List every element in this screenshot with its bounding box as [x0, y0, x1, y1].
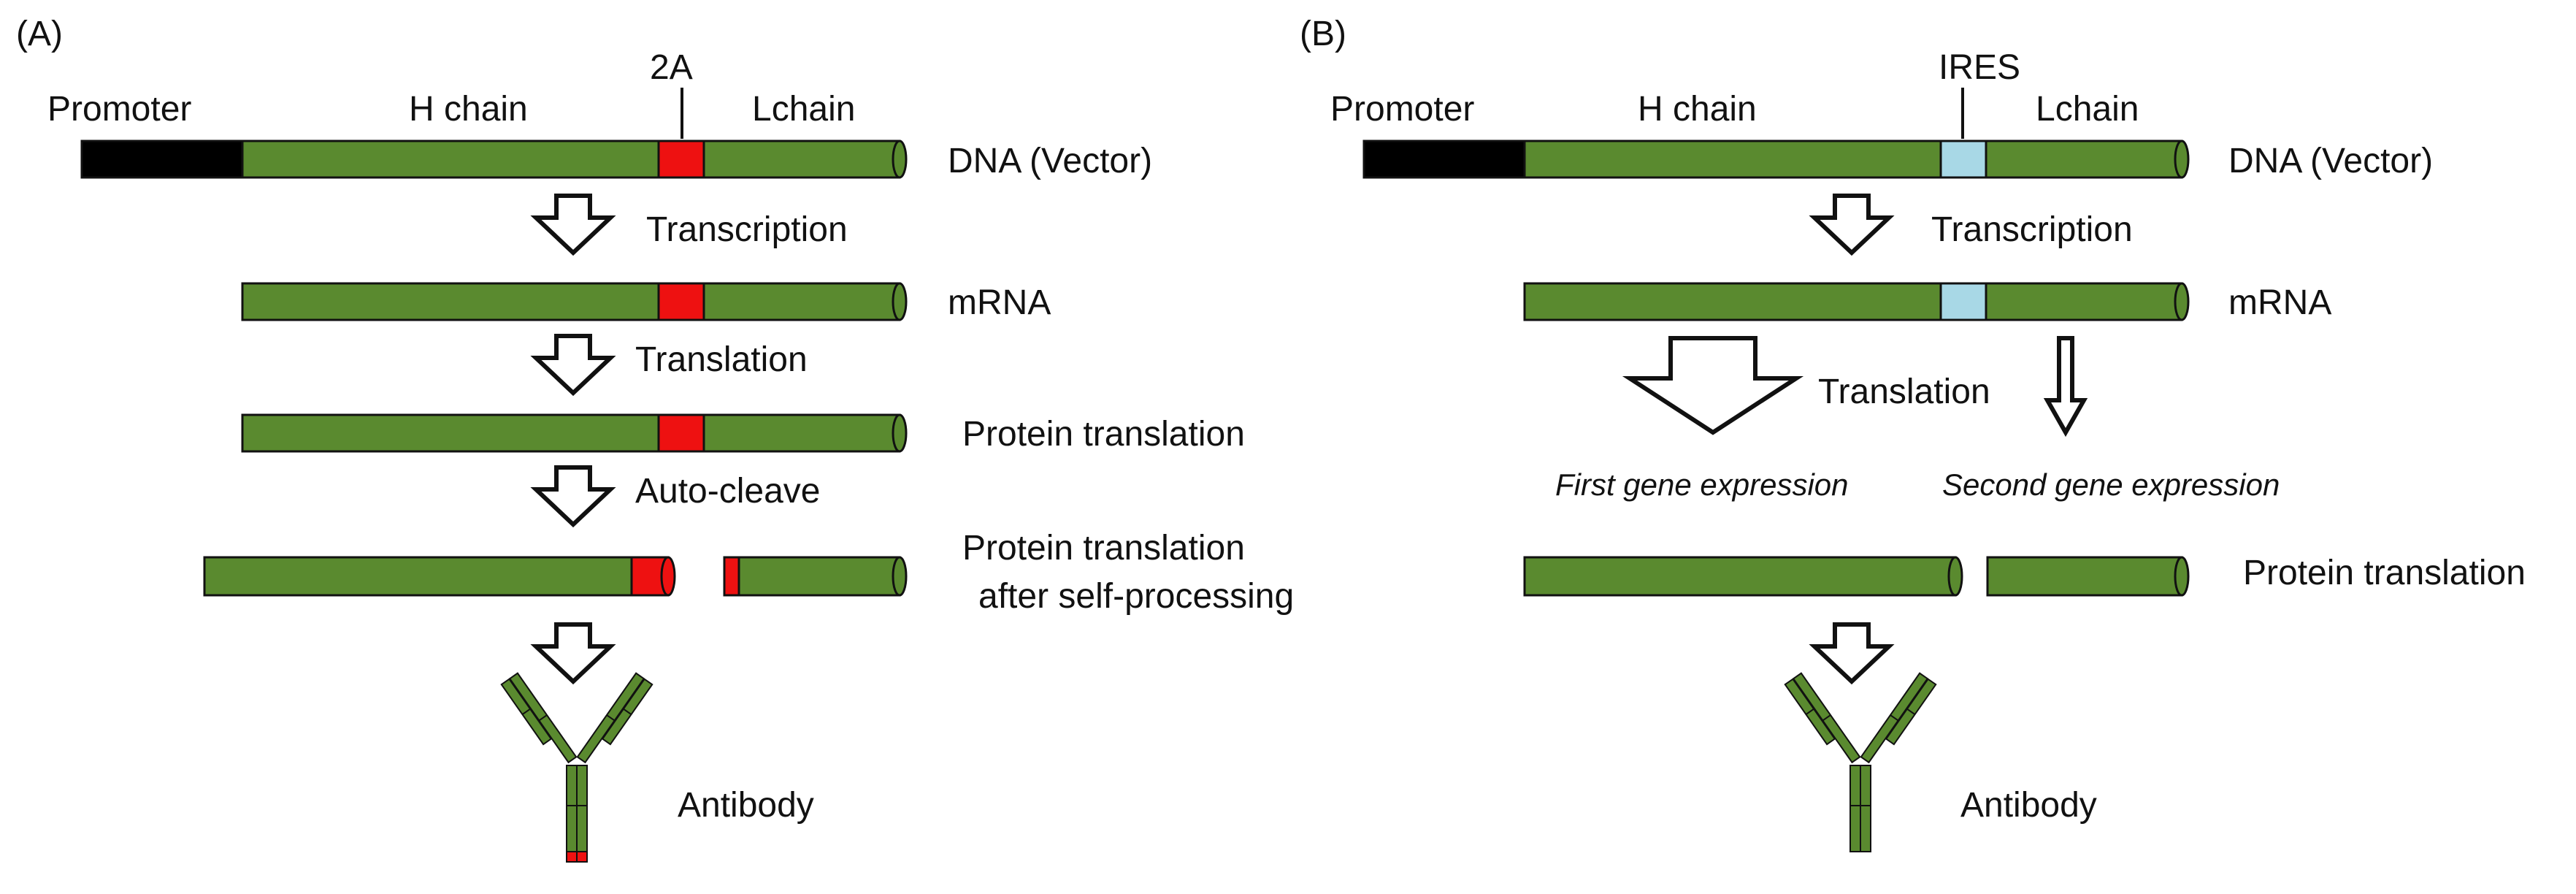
- panel-a-processed-label-line2: after self-processing: [978, 577, 1294, 616]
- panel-a-antibody-label: Antibody: [678, 786, 814, 825]
- panel-a-translation-label: Translation: [635, 340, 808, 379]
- panel-a-autocleave-label: Auto-cleave: [635, 472, 820, 511]
- panel-a-antibody-icon: [500, 672, 653, 863]
- panel-a-processed-proline-stub: [723, 556, 740, 597]
- panel-a-mrna-h-segment: [241, 282, 660, 321]
- panel-a-h-chain-segment: [241, 140, 660, 179]
- panel-b: (B) Promoter H chain IRES Lchain DNA (Ve…: [1300, 15, 2526, 852]
- antibody-b-stem-right: [1860, 765, 1871, 852]
- antibody-a-stem-left: [566, 765, 578, 852]
- panel-a-processed-h-end-cap: [660, 556, 676, 597]
- panel-b-h-chain-segment: [1523, 140, 1942, 179]
- panel-a-label: (A): [16, 15, 63, 53]
- panel-b-antibody-icon: [1784, 672, 1937, 852]
- panel-b-protein-l-segment: [1986, 556, 2183, 597]
- antibody-b-right-arm-light-joint: [1906, 708, 1916, 715]
- panel-b-protein-h-end-cap: [1947, 556, 1963, 597]
- panel-b-protein-label: Protein translation: [2243, 554, 2526, 592]
- panel-b-translation-label: Translation: [1818, 372, 1990, 411]
- panel-a-dna-label: DNA (Vector): [948, 142, 1152, 180]
- panel-b-first-expression-label: First gene expression: [1555, 467, 1849, 502]
- panel-b-promoter-segment: [1362, 140, 1526, 179]
- panel-a-l-chain-label: Lchain: [752, 90, 855, 129]
- antibody-b-left-arm-light-joint: [1805, 708, 1814, 715]
- panel-b-linker-label: IRES: [1939, 48, 2020, 87]
- panel-b-protein-h-chain: [1523, 556, 1963, 597]
- panel-a-promoter-segment: [80, 140, 244, 179]
- panel-a-mrna-l-segment: [702, 282, 901, 321]
- panel-a-mrna-2a-segment: [657, 282, 705, 321]
- panel-b-label: (B): [1300, 15, 1346, 53]
- antibody-a-left-arm-heavy-joint: [538, 714, 548, 722]
- panel-a-mrna-construct: [241, 282, 908, 321]
- antibody-a-2a-tag-left: [566, 851, 578, 863]
- antibody-b-stem-left: [1849, 765, 1861, 852]
- panel-a-promoter-label: Promoter: [47, 90, 191, 129]
- panel-a-transcription-arrow: [530, 194, 616, 256]
- panel-a-protein-end-cap: [892, 413, 908, 453]
- panel-b-second-expression-label: Second gene expression: [1942, 467, 2280, 502]
- panel-a-processed-h-chain: [203, 556, 676, 597]
- panel-a-processed-l-end-cap: [892, 556, 908, 597]
- panel-b-second-gene-arrow: [2043, 336, 2088, 438]
- panel-b-mrna-construct: [1523, 282, 2190, 321]
- panel-b-antibody-arrow: [1809, 622, 1895, 685]
- panel-a-antibody-arrow: [530, 622, 616, 685]
- panel-b-protein-l-chain: [1986, 556, 2190, 597]
- panel-b-dna-label: DNA (Vector): [2228, 142, 2433, 180]
- antibody-a-right-arm-heavy-joint: [606, 714, 616, 722]
- panel-b-dna-end-cap: [2174, 140, 2190, 179]
- panel-b-protein-h-segment: [1523, 556, 1957, 597]
- panel-b-protein-l-end-cap: [2174, 556, 2190, 597]
- panel-b-mrna-end-cap: [2174, 282, 2190, 321]
- panel-a-processed-label-line1: Protein translation: [962, 529, 1245, 568]
- panel-a-autocleave-arrow: [530, 465, 616, 528]
- panel-a-l-chain-segment: [702, 140, 901, 179]
- panel-b-first-gene-arrow: [1622, 336, 1804, 435]
- panel-a-mrna-label: mRNA: [948, 283, 1051, 322]
- panel-b-promoter-label: Promoter: [1330, 90, 1474, 129]
- panel-b-l-chain-segment: [1985, 140, 2183, 179]
- panel-b-dna-construct: [1362, 140, 2190, 179]
- antibody-a-2a-tag-right: [576, 851, 588, 863]
- panel-b-transcription-label: Transcription: [1931, 210, 2133, 249]
- panel-b-mrna-ires-segment: [1939, 282, 1987, 321]
- antibody-a-stem-right: [576, 765, 588, 852]
- panel-a-mrna-end-cap: [892, 282, 908, 321]
- panel-a-h-chain-label: H chain: [409, 90, 528, 129]
- panel-a-processed-l-chain: [723, 556, 908, 597]
- antibody-b-left-arm-heavy-joint: [1822, 714, 1831, 722]
- panel-a-processed-h-segment: [203, 556, 633, 597]
- panel-b-antibody-label: Antibody: [1960, 786, 2097, 825]
- panel-b-ires-segment: [1939, 140, 1987, 179]
- panel-a-dna-construct: [80, 140, 908, 179]
- panel-a-protein-label: Protein translation: [962, 415, 1245, 454]
- antibody-b-right-arm-heavy-joint: [1890, 714, 1899, 722]
- panel-a-protein-construct: [241, 413, 908, 453]
- panel-b-mrna-h-segment: [1523, 282, 1942, 321]
- antibody-a-left-arm-light-joint: [521, 708, 531, 715]
- panel-a-dna-end-cap: [892, 140, 908, 179]
- panel-a-protein-2a-segment: [657, 413, 705, 453]
- panel-b-mrna-label: mRNA: [2228, 283, 2331, 322]
- panel-a-2a-segment: [657, 140, 705, 179]
- panel-b-l-chain-label: Lchain: [2036, 90, 2139, 129]
- panel-b-transcription-arrow: [1809, 194, 1895, 256]
- panel-a-transcription-label: Transcription: [646, 210, 848, 249]
- panel-a-translation-arrow: [530, 334, 616, 397]
- panel-b-mrna-l-segment: [1985, 282, 2183, 321]
- panel-a-linker-label: 2A: [650, 48, 693, 87]
- panel-a-processed-l-segment: [737, 556, 901, 597]
- panel-a: (A) Promoter H chain 2A Lchain DNA (Vect…: [16, 15, 1294, 863]
- antibody-a-right-arm-light-joint: [623, 708, 632, 715]
- panel-a-protein-h-segment: [241, 413, 660, 453]
- panel-a-protein-l-segment: [702, 413, 901, 453]
- panel-b-h-chain-label: H chain: [1638, 90, 1757, 129]
